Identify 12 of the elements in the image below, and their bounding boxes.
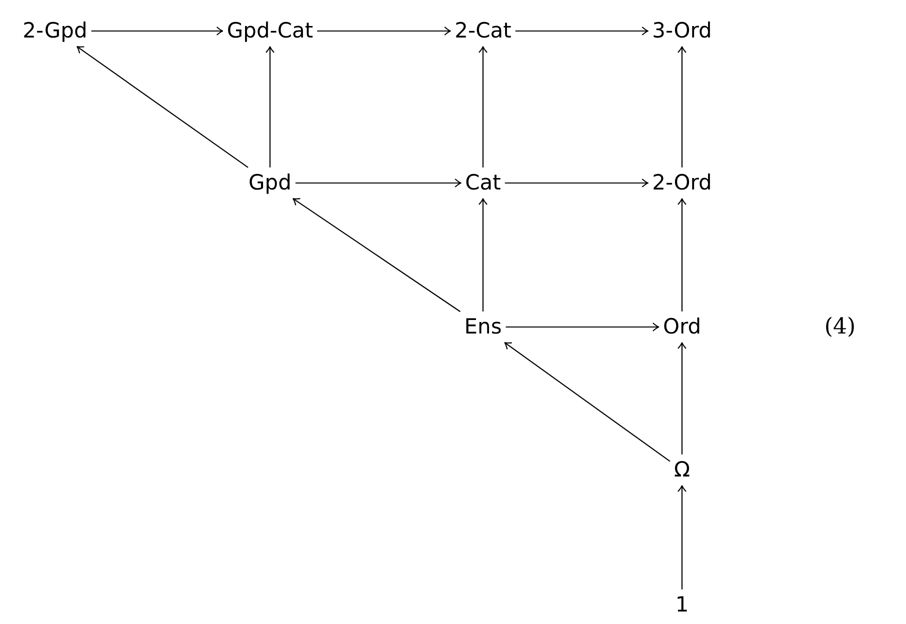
object-label: Gpd (248, 171, 292, 195)
object-label: 2-Cat (454, 19, 512, 43)
object-label: 2-Ord (652, 171, 712, 195)
object-label: 2-Gpd (22, 19, 88, 43)
object-label: 1 (675, 593, 689, 617)
object-label: Gpd-Cat (226, 19, 314, 43)
object-label: Ord (662, 315, 702, 339)
object-label: Ω (674, 458, 690, 482)
object-label: Ens (464, 315, 502, 339)
equation-number: (4) (824, 314, 856, 340)
object-label: Cat (465, 171, 501, 195)
object-label: 3-Ord (652, 19, 712, 43)
